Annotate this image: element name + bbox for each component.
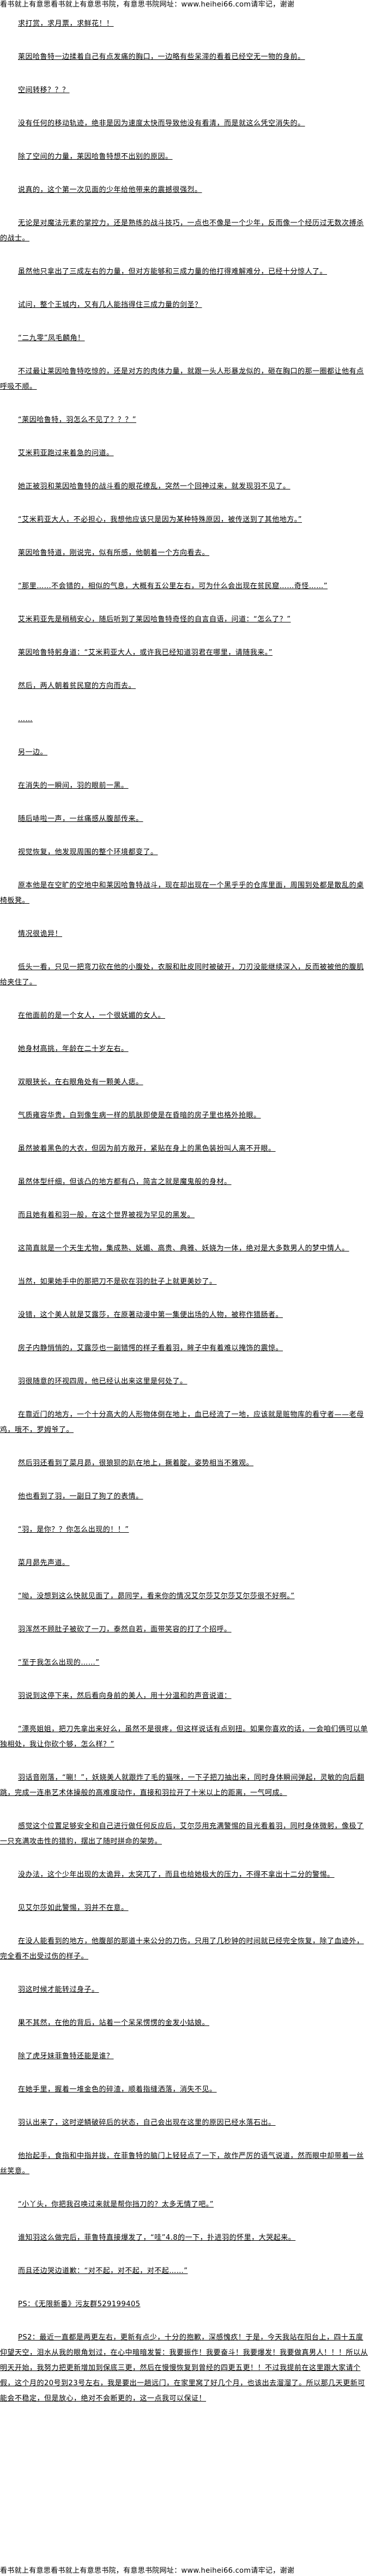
chapter-paragraph: 然后羽还看到了菜月昴，很狼狈的趴在地上，撅着腚，姿势相当不雅观。 — [18, 1459, 254, 1467]
chapter-paragraph: 而且还边哭边道歉：“对不起，对不起，对不起……” — [18, 2267, 188, 2275]
chapter-paragraph: 视觉恢复，他发现周围的整个环境都变了。 — [18, 848, 158, 856]
site-banner-top: 看书就上有意思看书就上有意思书院，有意思书院网址：www.heihei66.co… — [0, 1, 295, 9]
chapter-paragraph: 感觉这个位置足够安全和自己进行做任何反应后，艾尔莎用充满警惕的目光看着羽，同时身… — [0, 1822, 364, 1846]
chapter-paragraph: 她正被羽和莱因哈鲁特的战斗看的眼花缭乱，突然一个回神过来，就发现羽不见了。 — [18, 482, 291, 491]
chapter-paragraph: 低头一看，只见一把弯刀砍在他的小腹处，衣服和肚皮同时被破开，刀刃没能继续深入，反… — [0, 963, 364, 987]
chapter-paragraph: 见艾尔莎如此警惕，羽并不在意。 — [18, 1904, 129, 1912]
chapter-paragraph: “羽，是你？？你怎么出现的！！” — [18, 1526, 129, 1534]
chapter-paragraph: 羽认出来了，这时逆鳞破碎后的状态，自己会出现在这里的原因已经水落石出。 — [18, 2119, 276, 2127]
chapter-paragraph: 另一边。 — [18, 748, 48, 757]
chapter-paragraph: 莱因哈鲁特道，刚说完，似有所感，他朝着一个方向看去。 — [18, 549, 210, 557]
chapter-paragraph: “至于我怎么出现的……” — [18, 1659, 100, 1667]
chapter-paragraph: 艾米莉亚跑过来着急的问道。 — [18, 449, 114, 457]
chapter-paragraph: …… — [18, 715, 33, 723]
chapter-paragraph: 虽然他只拿出了三成左右的力量，但对方能够和三成力量的他打得难解难分，已经十分惊人… — [18, 268, 328, 276]
chapter-content: 求打赏，求月票，求鲜花！！ 莱因哈鲁特一边揉着自己有点发痛的胸口，一边略有些呆滞的… — [0, 20, 368, 2403]
site-banner-bottom: 看书就上有意思看书就上有意思书院，有意思书院网址：www.heihei66.co… — [0, 2567, 295, 2575]
chapter-paragraph: 房子内静悄悄的，艾露莎也一副错愕的样子看着羽，眸子中有着难以掩饰的震惊。 — [18, 1344, 283, 1352]
chapter-paragraph: 他抬起手，食指和中指并拢，在菲鲁特的脑门上轻轻点了一下，故作严厉的语气说道，然而… — [0, 2152, 364, 2175]
chapter-paragraph: 没办法，这个少年出现的太诡异，太突兀了，而且也给她极大的压力，不得不拿出十二分的… — [18, 1871, 335, 1879]
chapter-paragraph: 在靠近门的地方，一个十分高大的人形物体倒在地上，血已经流了一地，应该就是赃物库的… — [0, 1411, 364, 1434]
chapter-paragraph: 试问，整个王城内，又有几人能挡得住三成力量的剑圣？ — [18, 301, 202, 309]
chapter-paragraph: 原本他是在空旷的空地中和莱因哈鲁特战斗，现在却出现在一个黑乎乎的仓库里面，周围到… — [0, 881, 364, 905]
chapter-paragraph: 莱因哈鲁特一边揉着自己有点发痛的胸口，一边略有些呆滞的看着已经空无一物的身前。 — [18, 53, 305, 61]
chapter-paragraph: 在他面前的是一个女人，一个很妩媚的女人。 — [18, 1012, 166, 1020]
chapter-paragraph: 羽这时候才能转过身子。 — [18, 1986, 99, 1994]
chapter-paragraph: 羽说到这停下来，然后看向身前的美人，用十分温和的声音说道： — [18, 1692, 232, 1700]
chapter-paragraph: PS2：最近一直都是两更左右，更新有点少，十分的抱歉，深感愧疚！于是，今天我站在… — [0, 2333, 368, 2403]
chapter-paragraph: 在消失的一瞬间，羽的眼前一黑。 — [18, 782, 129, 790]
chapter-paragraph: “漂亮姐姐，把刀先拿出来好么，虽然不是很疼，但这样说话有点别扭。如果你喜欢的话，… — [0, 1725, 368, 1749]
chapter-paragraph: 当然，如果她手中的那把刀不是砍在羽的肚子上就更美妙了。 — [18, 1278, 217, 1286]
chapter-paragraph: “二九零”凤毛麟角！ — [18, 334, 85, 342]
chapter-paragraph: 然后，两人朝着贫民窟的方向而去。 — [18, 682, 136, 690]
chapter-paragraph: 除了空间的力量，莱因哈鲁特想不出别的原因。 — [18, 153, 173, 161]
chapter-paragraph: 气质雍容华贵，白到像生病一样的肌肤即使是在昏暗的房子里也格外抢眼。 — [18, 1111, 261, 1120]
chapter-paragraph: 没有任何的移动轨迹，绝非是因为速度太快而导致他没有看清，而是就这么凭空消失的。 — [18, 119, 305, 128]
chapter-paragraph: 虽然披着黑色的大衣，但因为前方敞开，紧贴在身上的黑色装扮叫人离不开眼。 — [18, 1145, 276, 1153]
chapter-paragraph: 在没人能看到的地方，他腹部的那道十来公分的刀伤，只用了几秒钟的时间就已经完全恢复… — [0, 1937, 364, 1961]
chapter-paragraph: 而且她有着和羽一般，在这个世界被视为罕见的黑发。 — [18, 1211, 195, 1219]
chapter-paragraph: 除了虎牙妹菲鲁特还能是谁？ — [18, 2052, 114, 2060]
chapter-paragraph: “莱因哈鲁特，羽怎么不见了？？？” — [18, 416, 136, 424]
chapter-paragraph: 无论是对魔法元素的掌控力，还是熟练的战斗技巧，一点也不像是一个少年，反而像一个经… — [0, 219, 364, 243]
chapter-paragraph: 莱因哈鲁特躬身道：“艾米莉亚大人，或许我已经知道羽君在哪里，请随我来。” — [18, 649, 273, 657]
chapter-paragraph: “那里……不会错的，相似的气息，大概有五公里左右，可为什么会出现在贫民窟……奇怪… — [18, 582, 328, 590]
chapter-paragraph: 艾米莉亚先是稍稍安心，随后听到了莱因哈鲁特奇怪的自言自语，问道：“怎么了？” — [18, 615, 291, 624]
chapter-paragraph: 虽然体型纤细，但该凸的地方都有凸，简言之就是魔鬼般的身材。 — [18, 1178, 232, 1186]
chapter-paragraph: 羽浑然不顾肚子被砍了一刀，泰然自若，面带笑容的打了个招呼。 — [18, 1625, 232, 1634]
chapter-paragraph: 没错，这个美人就是艾露莎，在原著动漫中第一集便出场的人物，被称作猎肠者。 — [18, 1311, 283, 1319]
chapter-paragraph: 谁知羽这么做完后，菲鲁特直接爆发了，“哇”4.8的一下，扑进羽的怀里，大哭起来。 — [18, 2234, 296, 2242]
chapter-paragraph: 这简直就是一个天生尤物，集成熟、妩媚、高贵、典雅、妖娆为一体，绝对是大多数男人的… — [18, 1244, 349, 1253]
chapter-paragraph: 在她手里，握着一堆金色的碎渣，顺着指缝洒落，消失不见。 — [18, 2085, 217, 2094]
chapter-paragraph: 双眼狭长，在右眼角处有一颗美人痣。 — [18, 1078, 143, 1086]
chapter-paragraph: 羽很随意的环视四周，他已经认出来这里是何处了。 — [18, 1377, 187, 1386]
chapter-paragraph: 她身材高挑，年龄在二十岁左右。 — [18, 1045, 129, 1053]
chapter-paragraph: 空间转移？？？ — [18, 86, 70, 94]
chapter-paragraph: 说真的，这个第一次见面的少年给他带来的震撼很强烈。 — [18, 186, 202, 194]
chapter-paragraph: 果不其然，在他的背后，站着一个呆呆愣愣的金发小姑娘。 — [18, 2019, 210, 2027]
chapter-paragraph: 情况很诡异！ — [18, 930, 63, 938]
chapter-paragraph: PS：《无限新番》污友群529199405 — [18, 2300, 141, 2308]
chapter-paragraph: 不过最让莱因哈鲁特吃惊的，还是对方的肉体力量，就跟一头人形暴龙似的，砸在胸口的那… — [0, 367, 364, 391]
chapter-paragraph: “小丫头，你把我召唤过来就是帮你挡刀的？太多无情了吧。” — [18, 2200, 214, 2209]
chapter-paragraph: 求打赏，求月票，求鲜花！！ — [18, 20, 114, 28]
chapter-paragraph: 羽话音刚落，“唰！”，妖娆美人就跟炸了毛的猫咪，一下子把刀抽出来，同时身体瞬间弹… — [0, 1774, 365, 1797]
chapter-paragraph: “艾米莉亚大人，不必担心，我想他应该只是因为某种特殊原因，被传送到了其他地方。” — [18, 516, 302, 524]
chapter-paragraph: “呦，没想到这么快就见面了，昴同学，看来你的情况艾尔莎艾尔莎艾尔莎很不好啊。” — [18, 1592, 295, 1600]
chapter-paragraph: 菜月昴先声道。 — [18, 1559, 70, 1567]
chapter-paragraph: 他也看到了羽，一副日了狗了的表情。 — [18, 1492, 143, 1501]
chapter-paragraph: 随后哧啦一声，一丝痛感从腹部传来。 — [18, 815, 143, 823]
